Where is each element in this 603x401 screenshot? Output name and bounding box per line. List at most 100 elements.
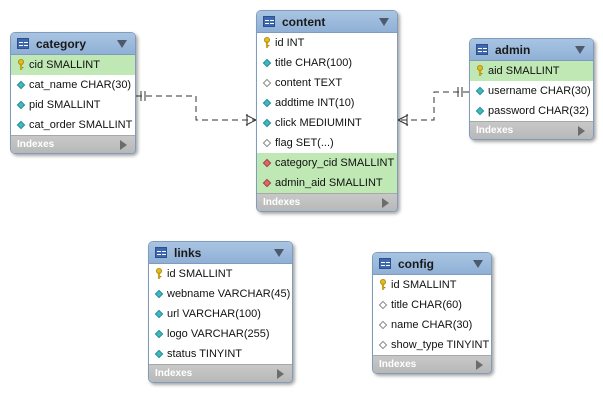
field-label: addtime INT(10) <box>275 97 355 109</box>
indexes-section[interactable]: Indexes <box>470 121 593 139</box>
field-row[interactable]: password CHAR(32) <box>470 101 593 121</box>
table-header[interactable]: config <box>373 253 491 275</box>
collapse-arrow-icon[interactable] <box>379 17 389 26</box>
table-header[interactable]: content <box>257 11 397 33</box>
field-row[interactable]: url VARCHAR(100) <box>149 304 292 324</box>
not-null-column-icon <box>262 58 272 68</box>
primary-key-icon <box>476 64 484 78</box>
field-row[interactable]: cat_name CHAR(30) <box>11 75 135 95</box>
field-label: cid SMALLINT <box>29 59 100 71</box>
field-label: password CHAR(32) <box>488 105 589 117</box>
field-row[interactable]: username CHAR(30) <box>470 81 593 101</box>
field-row[interactable]: category_cid SMALLINT <box>257 153 397 173</box>
field-row[interactable]: title CHAR(100) <box>257 53 397 73</box>
not-null-column-icon <box>475 86 485 96</box>
table-icon <box>476 44 488 55</box>
field-row[interactable]: cat_order SMALLINT <box>11 115 135 135</box>
expand-arrow-icon[interactable] <box>578 125 585 136</box>
field-label: show_type TINYINT <box>391 339 490 351</box>
field-list: id SMALLINT title CHAR(60) name CHAR(30) sh… <box>373 275 491 355</box>
expand-arrow-icon[interactable] <box>476 359 483 370</box>
field-row[interactable]: title CHAR(60) <box>373 295 491 315</box>
table-icon <box>379 258 391 269</box>
field-label: id INT <box>275 37 305 49</box>
field-row[interactable]: name CHAR(30) <box>373 315 491 335</box>
not-null-column-icon <box>154 289 164 299</box>
not-null-column-icon <box>16 100 26 110</box>
not-null-column-icon <box>262 98 272 108</box>
field-label: url VARCHAR(100) <box>167 308 261 320</box>
field-row[interactable]: id SMALLINT <box>149 264 292 284</box>
table-content[interactable]: content id INT title CHAR(100) content TEX… <box>256 10 398 212</box>
field-label: category_cid SMALLINT <box>275 157 395 169</box>
field-row[interactable]: flag SET(...) <box>257 133 397 153</box>
field-list: id INT title CHAR(100) content TEXT addtime… <box>257 33 397 193</box>
table-header[interactable]: admin <box>470 39 593 61</box>
indexes-section[interactable]: Indexes <box>257 193 397 211</box>
field-label: content TEXT <box>275 77 343 89</box>
table-header[interactable]: category <box>11 33 135 55</box>
relationship-admin-content[interactable] <box>397 87 469 126</box>
field-label: click MEDIUMINT <box>275 117 362 129</box>
field-label: webname VARCHAR(45) <box>167 288 291 300</box>
collapse-arrow-icon[interactable] <box>473 259 483 268</box>
not-null-column-icon <box>154 309 164 319</box>
indexes-section[interactable]: Indexes <box>373 355 491 373</box>
not-null-column-icon <box>154 329 164 339</box>
field-row[interactable]: content TEXT <box>257 73 397 93</box>
field-list: aid SMALLINT username CHAR(30) password CH… <box>470 61 593 121</box>
table-title: content <box>282 14 326 29</box>
field-row[interactable]: status TINYINT <box>149 344 292 364</box>
field-row[interactable]: click MEDIUMINT <box>257 113 397 133</box>
indexes-label: Indexes <box>263 197 301 208</box>
table-links[interactable]: links id SMALLINT webname VARCHAR(45) url … <box>148 241 293 383</box>
not-null-column-icon <box>475 106 485 116</box>
expand-arrow-icon[interactable] <box>277 368 284 379</box>
indexes-section[interactable]: Indexes <box>11 135 135 153</box>
relationship-category-content[interactable] <box>136 91 257 126</box>
table-header[interactable]: links <box>149 242 292 264</box>
field-label: status TINYINT <box>167 348 242 360</box>
table-title: links <box>174 245 202 260</box>
expand-arrow-icon[interactable] <box>382 197 389 208</box>
table-title: config <box>398 256 434 271</box>
nullable-column-icon <box>378 340 388 350</box>
collapse-arrow-icon[interactable] <box>575 45 585 54</box>
foreign-key-icon <box>262 178 272 188</box>
field-row[interactable]: show_type TINYINT <box>373 335 491 355</box>
not-null-column-icon <box>262 118 272 128</box>
primary-key-icon <box>17 58 25 72</box>
indexes-label: Indexes <box>476 125 514 136</box>
field-row[interactable]: pid SMALLINT <box>11 95 135 115</box>
indexes-label: Indexes <box>17 139 55 150</box>
field-label: username CHAR(30) <box>488 85 591 97</box>
field-label: title CHAR(60) <box>391 299 462 311</box>
field-label: pid SMALLINT <box>29 99 101 111</box>
field-row[interactable]: cid SMALLINT <box>11 55 135 75</box>
expand-arrow-icon[interactable] <box>120 139 127 150</box>
collapse-arrow-icon[interactable] <box>117 39 127 48</box>
field-row[interactable]: addtime INT(10) <box>257 93 397 113</box>
not-null-column-icon <box>16 120 26 130</box>
field-row[interactable]: logo VARCHAR(255) <box>149 324 292 344</box>
field-list: id SMALLINT webname VARCHAR(45) url VARCHA… <box>149 264 292 364</box>
table-admin[interactable]: admin aid SMALLINT username CHAR(30) passw… <box>469 38 594 140</box>
table-config[interactable]: config id SMALLINT title CHAR(60) name CHA… <box>372 252 492 374</box>
field-row[interactable]: id SMALLINT <box>373 275 491 295</box>
field-row[interactable]: id INT <box>257 33 397 53</box>
indexes-label: Indexes <box>155 368 193 379</box>
collapse-arrow-icon[interactable] <box>274 248 284 257</box>
nullable-column-icon <box>378 300 388 310</box>
field-label: title CHAR(100) <box>275 57 353 69</box>
table-icon <box>155 247 167 258</box>
field-row[interactable]: aid SMALLINT <box>470 61 593 81</box>
field-row[interactable]: webname VARCHAR(45) <box>149 284 292 304</box>
nullable-column-icon <box>262 78 272 88</box>
indexes-section[interactable]: Indexes <box>149 364 292 382</box>
field-row[interactable]: admin_aid SMALLINT <box>257 173 397 193</box>
field-label: name CHAR(30) <box>391 319 473 331</box>
table-category[interactable]: category cid SMALLINT cat_name CHAR(30) pi… <box>10 32 136 154</box>
not-null-column-icon <box>154 349 164 359</box>
